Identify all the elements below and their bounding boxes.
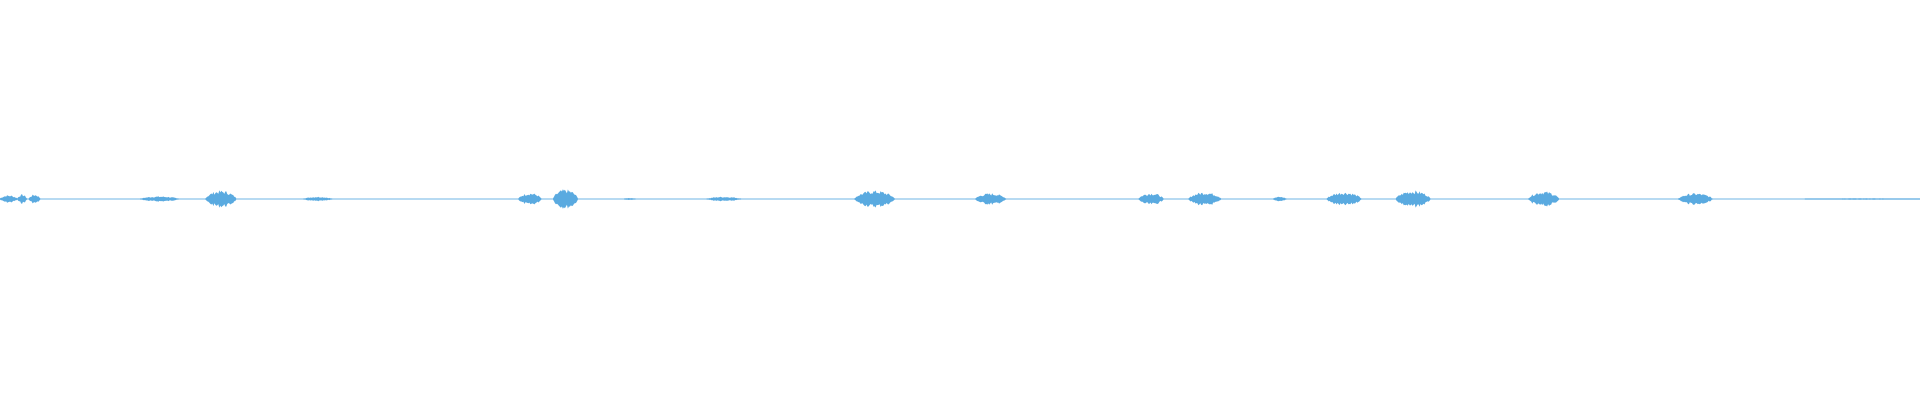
waveform-segment xyxy=(1395,190,1431,208)
waveform-segment xyxy=(1528,191,1559,207)
waveform-segment xyxy=(553,189,578,209)
waveform-segment xyxy=(1678,193,1713,205)
waveform-segment xyxy=(1273,196,1287,202)
waveform-segment xyxy=(0,195,18,203)
waveform-segments xyxy=(0,189,1920,209)
waveform-segment xyxy=(205,190,237,208)
waveform-segment xyxy=(706,196,742,202)
waveform-segment xyxy=(1138,193,1164,205)
waveform-segment xyxy=(140,196,179,202)
waveform-segment xyxy=(303,196,333,202)
waveform-segment xyxy=(1188,192,1222,206)
waveform-segment xyxy=(854,190,895,208)
waveform-segment xyxy=(28,194,41,204)
waveform-segment xyxy=(1804,198,1920,200)
waveform-segment xyxy=(624,198,636,200)
waveform-segment xyxy=(1326,192,1362,206)
waveform-segment xyxy=(518,193,542,205)
waveform-segment xyxy=(975,193,1007,205)
waveform-segment xyxy=(17,194,27,204)
